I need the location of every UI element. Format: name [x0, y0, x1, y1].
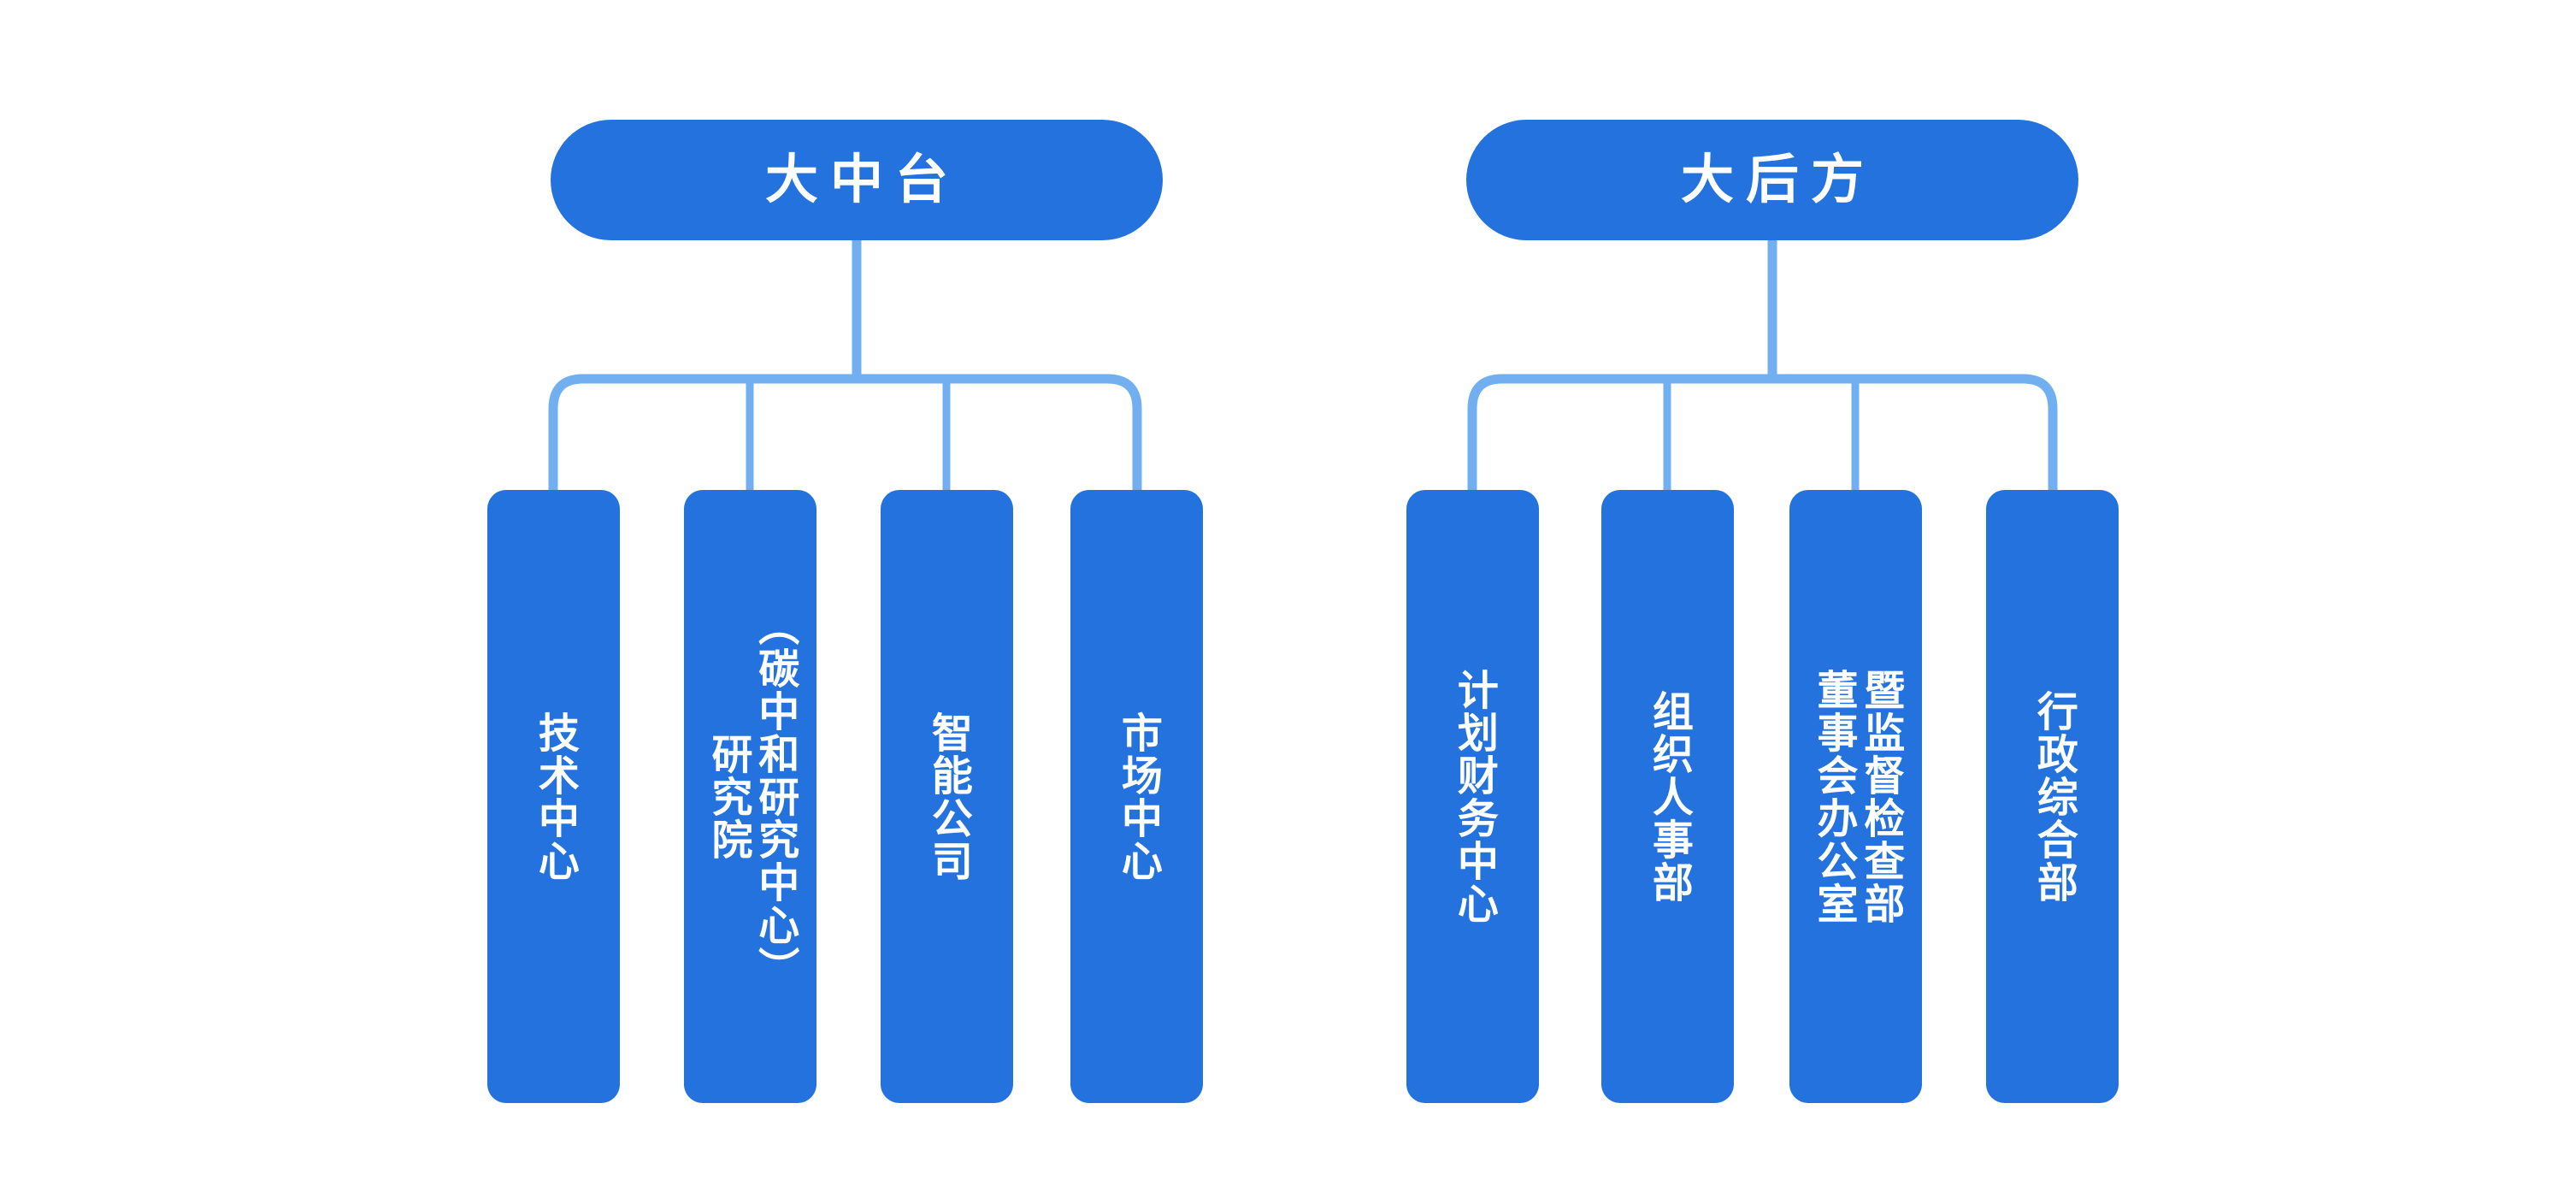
dept-card-label-col-1: 暨监督检查部	[1857, 668, 1903, 925]
group-header-da-hou-fang[interactable]: 大后方	[1466, 120, 2078, 240]
dept-card-label-col-1: 技术中心	[531, 711, 577, 882]
dept-card-label-col-2: 董事会办公室	[1810, 668, 1856, 925]
dept-card-label-col-1: 行政综合部	[2030, 689, 2076, 904]
dept-card-label-col-1: 市场中心	[1114, 711, 1160, 882]
dept-card-market-center[interactable]: 市场中心	[1070, 490, 1203, 1103]
dept-card-label-col-1: （碳中和研究中心）	[752, 604, 798, 989]
dept-card-label-col-1: 组织人事部	[1645, 689, 1691, 904]
dept-card-label-col-2: 研究院	[704, 732, 751, 861]
group-header-da-zhong-tai[interactable]: 大中台	[551, 120, 1163, 240]
group-header-label: 大中台	[764, 150, 960, 209]
dept-card-planning-finance-center[interactable]: 计划财务中心	[1406, 490, 1539, 1103]
connector-bus-group-1	[548, 374, 1142, 490]
dept-card-organization-personnel-dept[interactable]: 组织人事部	[1601, 490, 1734, 1103]
dept-card-research-institute[interactable]: （碳中和研究中心） 研究院	[684, 490, 816, 1103]
dept-card-technology-center[interactable]: 技术中心	[487, 490, 620, 1103]
connector-bus-group-2	[1467, 374, 2058, 490]
dept-card-administration-general-dept[interactable]: 行政综合部	[1986, 490, 2119, 1103]
group-header-label: 大后方	[1680, 150, 1876, 209]
dept-card-label-col-1: 智能公司	[924, 711, 970, 882]
dept-card-label-col-1: 计划财务中心	[1450, 668, 1496, 925]
dept-card-board-office-supervision-dept[interactable]: 暨监督检查部 董事会办公室	[1789, 490, 1922, 1103]
dept-card-intelligent-company[interactable]: 智能公司	[881, 490, 1013, 1103]
